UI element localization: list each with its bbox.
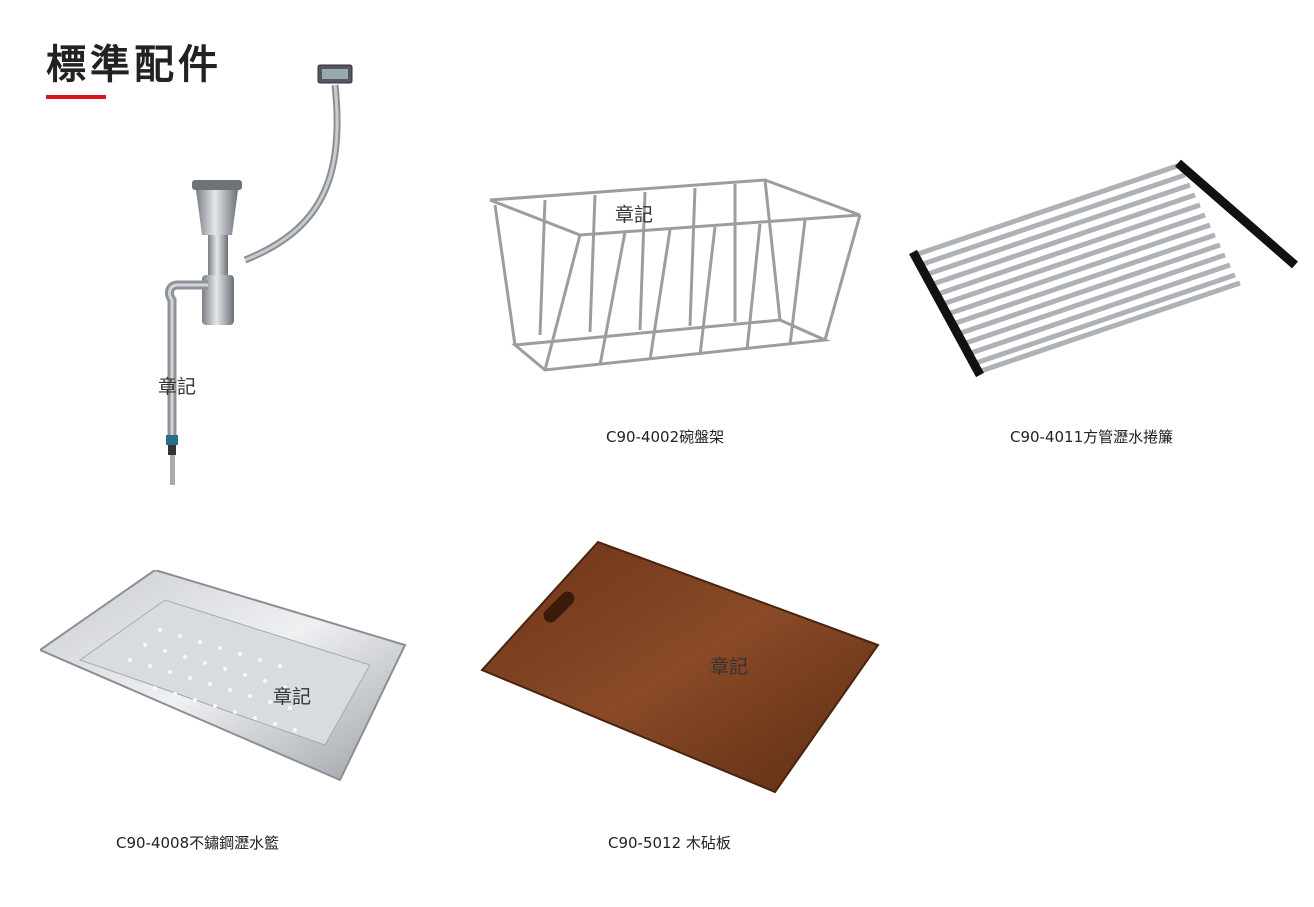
- watermark-text: 章記: [710, 656, 749, 678]
- product-caption: C90-5012 木砧板: [608, 834, 731, 852]
- product-dish-rack[interactable]: 章記 C90-4002碗盤架: [485, 170, 870, 450]
- product-caption: C90-4008不鏽鋼瀝水籃: [116, 834, 280, 852]
- product-drain-kit[interactable]: 章記: [150, 60, 370, 500]
- watermark-text: 章記: [158, 376, 197, 398]
- title-underline: [46, 95, 106, 99]
- roll-mat-image: [909, 159, 1298, 378]
- drain-kit-image: [165, 64, 353, 485]
- watermark-text: 章記: [615, 204, 654, 226]
- cutting-board-image: [480, 540, 880, 794]
- colander-image: [40, 570, 407, 782]
- product-caption: C90-4002碗盤架: [606, 428, 725, 446]
- product-roll-mat[interactable]: C90-4011方管瀝水捲簾: [905, 155, 1300, 450]
- product-caption: C90-4011方管瀝水捲簾: [1010, 428, 1174, 446]
- dish-rack-image: [489, 178, 862, 372]
- section-title: 標準配件: [46, 42, 222, 88]
- product-cutting-board[interactable]: 章記 C90-5012 木砧板: [480, 540, 880, 860]
- product-colander[interactable]: 章記 C90-4008不鏽鋼瀝水籃: [40, 570, 410, 860]
- watermark-text: 章記: [273, 686, 312, 708]
